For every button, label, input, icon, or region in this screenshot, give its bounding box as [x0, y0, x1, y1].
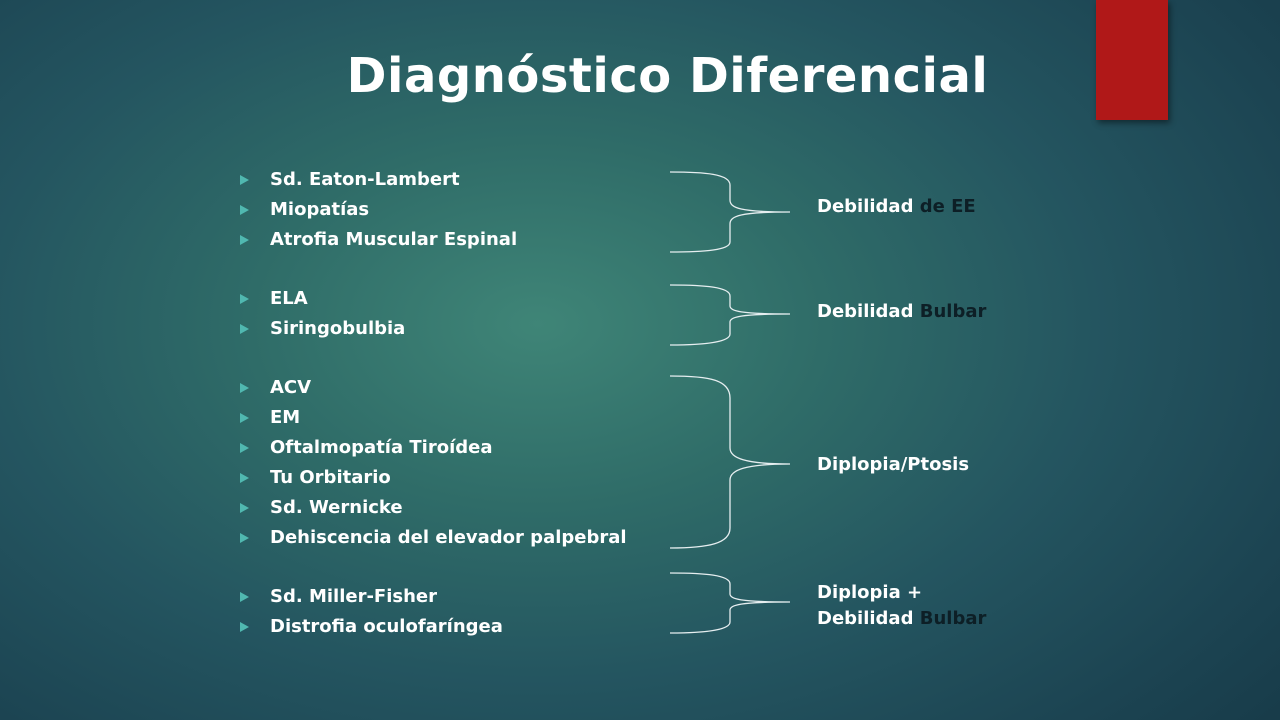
- curly-brace-icon: [669, 572, 791, 634]
- group-label-debilidad-ee: Debilidad de EE: [817, 196, 976, 217]
- curly-brace-icon: [669, 171, 791, 253]
- curly-brace-icon: [669, 284, 791, 346]
- triangle-right-icon: [240, 533, 249, 543]
- red-accent-tab: [1096, 0, 1168, 120]
- slide-title: Diagnóstico Diferencial: [346, 48, 989, 104]
- triangle-right-icon: [240, 175, 249, 185]
- label-line: Debilidad Bulbar: [817, 608, 987, 629]
- curly-brace-icon: [669, 375, 791, 549]
- group-label-diplopia-ptosis: Diplopia/Ptosis: [817, 454, 970, 475]
- bullet-list: Sd. Eaton-Lambert Miopatías Atrofia Musc…: [240, 175, 249, 632]
- triangle-right-icon: [240, 622, 249, 632]
- label-line: Diplopia +: [817, 582, 923, 603]
- triangle-right-icon: [240, 294, 249, 304]
- group-label-diplopia-debilidad-bulbar: Diplopia + Debilidad Bulbar: [817, 580, 986, 632]
- triangle-right-icon: [240, 443, 249, 453]
- triangle-right-icon: [240, 473, 249, 483]
- triangle-right-icon: [240, 592, 249, 602]
- group-label-debilidad-bulbar: Debilidad Bulbar: [817, 301, 987, 322]
- triangle-right-icon: [240, 413, 249, 423]
- triangle-right-icon: [240, 383, 249, 393]
- triangle-right-icon: [240, 205, 249, 215]
- triangle-right-icon: [240, 324, 249, 334]
- triangle-right-icon: [240, 235, 249, 245]
- triangle-right-icon: [240, 503, 249, 513]
